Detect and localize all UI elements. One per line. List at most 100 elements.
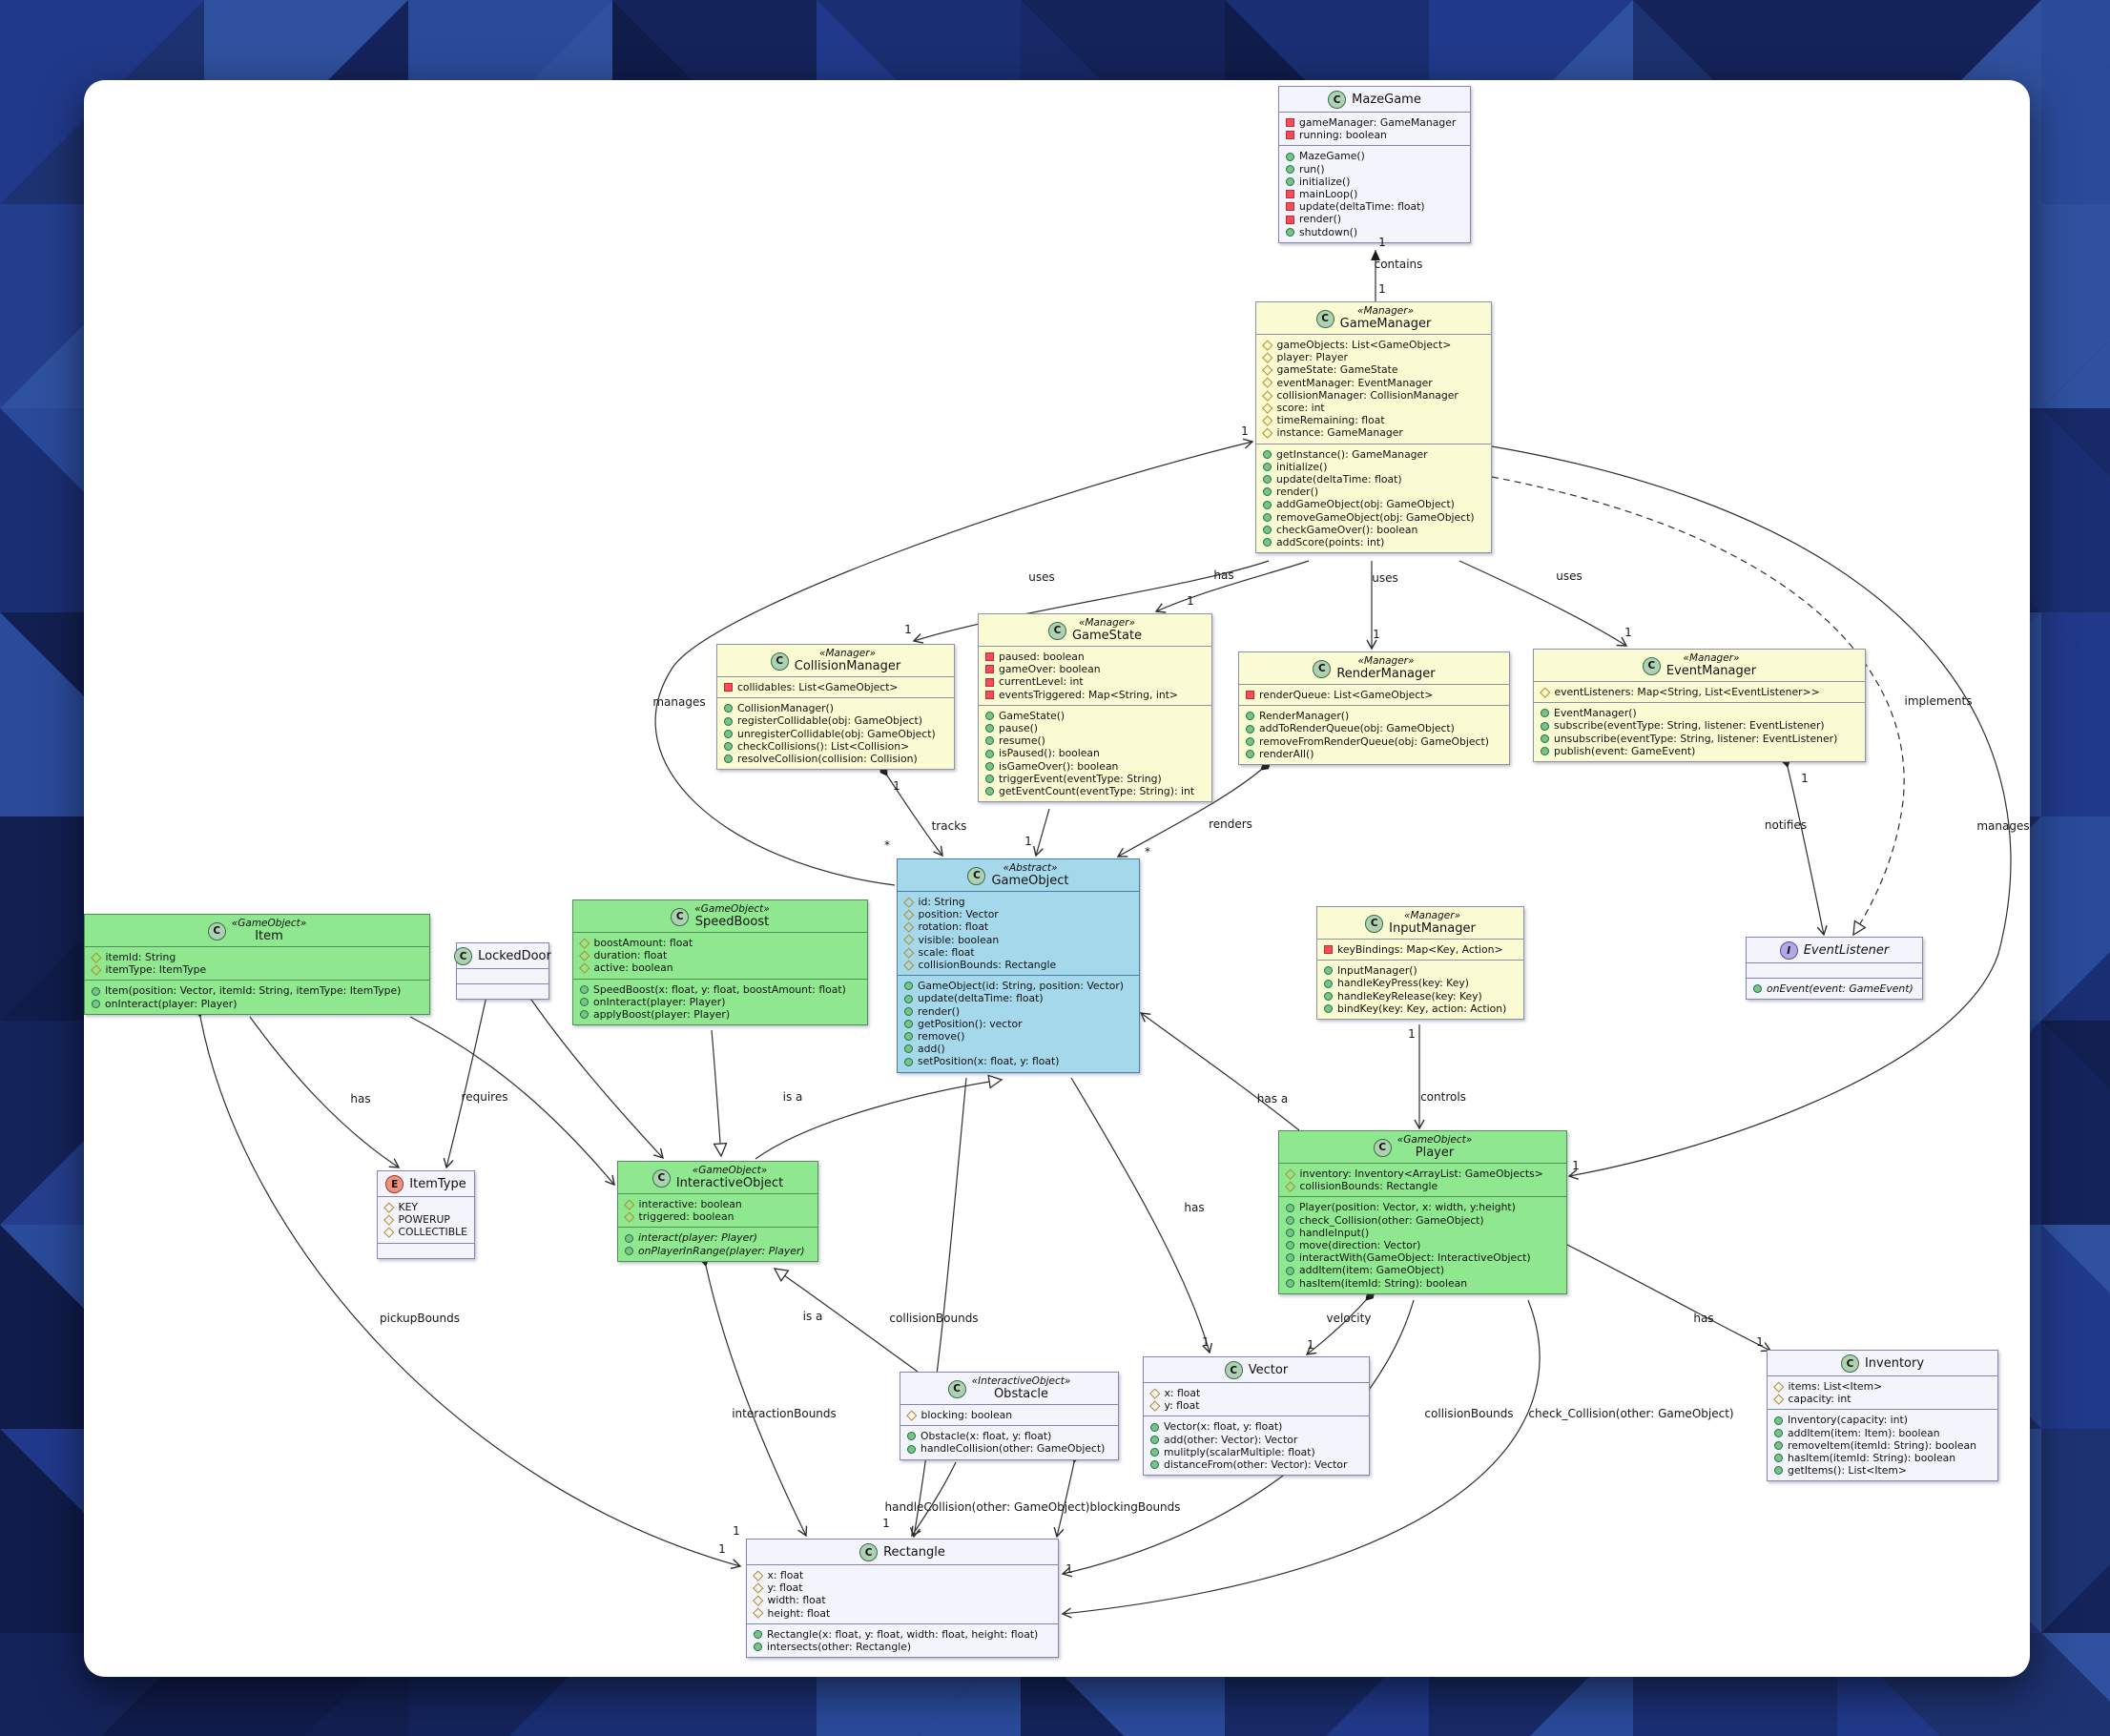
member-text: addItem(item: GameObject): [1299, 1264, 1445, 1277]
member-text: items: List<Item>: [1788, 1380, 1883, 1393]
public-method-icon: [904, 1032, 913, 1042]
class-name: LockedDoor: [478, 949, 551, 963]
public-method-icon: [1263, 449, 1272, 459]
member-text: GameState(): [999, 709, 1065, 722]
public-method-icon: [1150, 1422, 1159, 1432]
member-row: add(): [900, 1043, 1137, 1055]
background-triangle: [2041, 1429, 2110, 1633]
member-row: x: float: [749, 1569, 1056, 1581]
member-text: blocking: boolean: [921, 1409, 1013, 1421]
field-icon: [1262, 390, 1273, 401]
public-method-icon: [625, 1246, 633, 1255]
member-text: handleKeyPress(key: Key): [1337, 977, 1469, 990]
private-member-icon: [1286, 215, 1294, 224]
public-method-icon: [907, 1432, 916, 1441]
background-triangle: [2041, 1225, 2110, 1429]
background-triangle: [2041, 612, 2110, 816]
member-text: visible: boolean: [918, 933, 1000, 946]
public-method-icon: [904, 1019, 913, 1028]
class-stereotype: «Manager»: [1357, 655, 1415, 667]
public-method-icon: [1263, 512, 1272, 522]
edge-multiplicity: 1: [1241, 424, 1249, 438]
public-method-icon: [1263, 538, 1272, 548]
member-text: remove(): [918, 1030, 965, 1044]
member-row: interact(player: Player): [620, 1231, 816, 1244]
class-attributes-inputmanager: keyBindings: Map<Key, Action>: [1317, 939, 1523, 960]
member-row: render(): [1258, 486, 1489, 498]
class-badge-icon: C: [1047, 621, 1066, 640]
member-row: check_Collision(other: GameObject): [1281, 1214, 1564, 1227]
member-row: addToRenderQueue(obj: GameObject): [1241, 722, 1507, 734]
background-triangle: [2041, 340, 2110, 408]
edge-label-player-collisionbounds-rectangle: collisionBounds: [1424, 1407, 1514, 1420]
member-row: onInteract(player: Player): [575, 996, 865, 1008]
member-row: height: float: [749, 1607, 1056, 1620]
class-methods-gameobject: GameObject(id: String, position: Vector)…: [898, 975, 1139, 1071]
member-text: player: Player: [1276, 351, 1348, 364]
edge-label-gamemanager-uses-collisionmanager: uses: [1028, 570, 1055, 584]
public-method-icon: [724, 741, 733, 751]
public-method-icon: [1541, 746, 1549, 755]
member-text: CollisionManager(): [737, 702, 834, 715]
field-icon: [624, 1211, 635, 1223]
edge-multiplicity: 1: [904, 623, 912, 636]
class-name: SpeedBoost: [694, 915, 770, 929]
member-row: addGameObject(obj: GameObject): [1258, 498, 1489, 510]
public-method-icon: [1286, 1203, 1294, 1212]
class-stereotype: «Manager»: [819, 648, 876, 659]
class-stereotype: «Manager»: [1079, 617, 1135, 629]
public-method-icon: [754, 1629, 762, 1639]
member-row: getEventCount(eventType: String): int: [981, 785, 1210, 797]
class-badge-icon: C: [1328, 91, 1347, 109]
member-row: setPosition(x: float, y: float): [900, 1055, 1137, 1067]
member-text: initialize(): [1299, 175, 1351, 188]
member-row: capacity: int: [1769, 1393, 1996, 1405]
field-icon: [1262, 377, 1273, 388]
member-row: gameOver: boolean: [981, 663, 1210, 675]
member-row: KEY: [380, 1201, 472, 1213]
member-row: GameObject(id: String, position: Vector): [900, 980, 1137, 992]
public-method-icon: [724, 716, 733, 726]
class-badge-icon: C: [967, 866, 986, 885]
class-methods-lockeddoor: [457, 983, 548, 999]
class-attributes-eventmanager: eventListeners: Map<String, List<EventLi…: [1534, 681, 1865, 702]
member-text: add(other: Vector): Vector: [1164, 1433, 1298, 1446]
member-row: onEvent(event: GameEvent): [1748, 982, 1920, 995]
public-method-icon: [1324, 991, 1333, 1001]
field-icon: [1262, 340, 1273, 350]
private-member-icon: [724, 683, 733, 692]
member-row: checkGameOver(): boolean: [1258, 524, 1489, 536]
class-header-gameobject: C«Abstract»GameObject: [898, 859, 1139, 891]
member-row: y: float: [749, 1581, 1056, 1594]
field-icon: [1149, 1388, 1161, 1398]
member-row: keyBindings: Map<Key, Action>: [1319, 943, 1521, 956]
field-icon: [903, 921, 915, 933]
interface-badge-icon: I: [1779, 941, 1798, 960]
member-text: resolveCollision(collision: Collision): [737, 753, 918, 766]
member-text: collisionBounds: Rectangle: [918, 959, 1057, 972]
public-method-icon: [1150, 1435, 1159, 1444]
class-header-gamestate: C«Manager»GameState: [979, 614, 1211, 646]
edge-label-rendermanager-renders-gameobject: renders: [1209, 817, 1252, 831]
private-member-icon: [985, 665, 994, 674]
field-icon: [91, 964, 102, 976]
member-text: handleInput(): [1299, 1226, 1370, 1239]
class-badge-icon: C: [454, 947, 473, 965]
member-row: renderAll(): [1241, 748, 1507, 760]
member-row: rotation: float: [900, 920, 1137, 933]
member-text: renderAll(): [1259, 747, 1314, 760]
member-row: Inventory(capacity: int): [1769, 1414, 1996, 1426]
edge-label-player-has-inventory: has: [1693, 1312, 1714, 1325]
member-row: hasItem(itemId: String): boolean: [1281, 1277, 1564, 1290]
public-method-icon: [1286, 152, 1294, 161]
public-method-icon: [985, 736, 994, 746]
public-method-icon: [1286, 227, 1294, 237]
member-row: checkCollisions(): List<Collision>: [719, 740, 952, 753]
class-attributes-inventory: items: List<Item>capacity: int: [1768, 1375, 1997, 1409]
